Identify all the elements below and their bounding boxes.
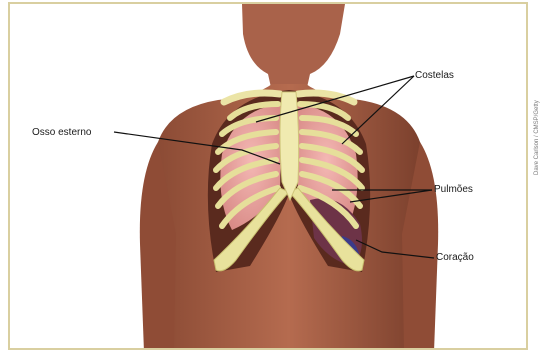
credit-text: Dave Carlson / CMSP/Getty: [534, 100, 540, 175]
illustration-frame: Costelas Osso esterno Pulmões Coração: [8, 2, 528, 350]
head: [242, 4, 345, 92]
image-credit: Dave Carlson / CMSP/Getty: [530, 10, 550, 210]
thorax-illustration: [10, 4, 528, 350]
label-coracao: Coração: [436, 252, 474, 263]
label-osso-esterno: Osso esterno: [32, 127, 91, 138]
label-pulmoes: Pulmões: [434, 184, 473, 195]
label-costelas: Costelas: [415, 70, 454, 81]
sternum: [280, 92, 299, 200]
